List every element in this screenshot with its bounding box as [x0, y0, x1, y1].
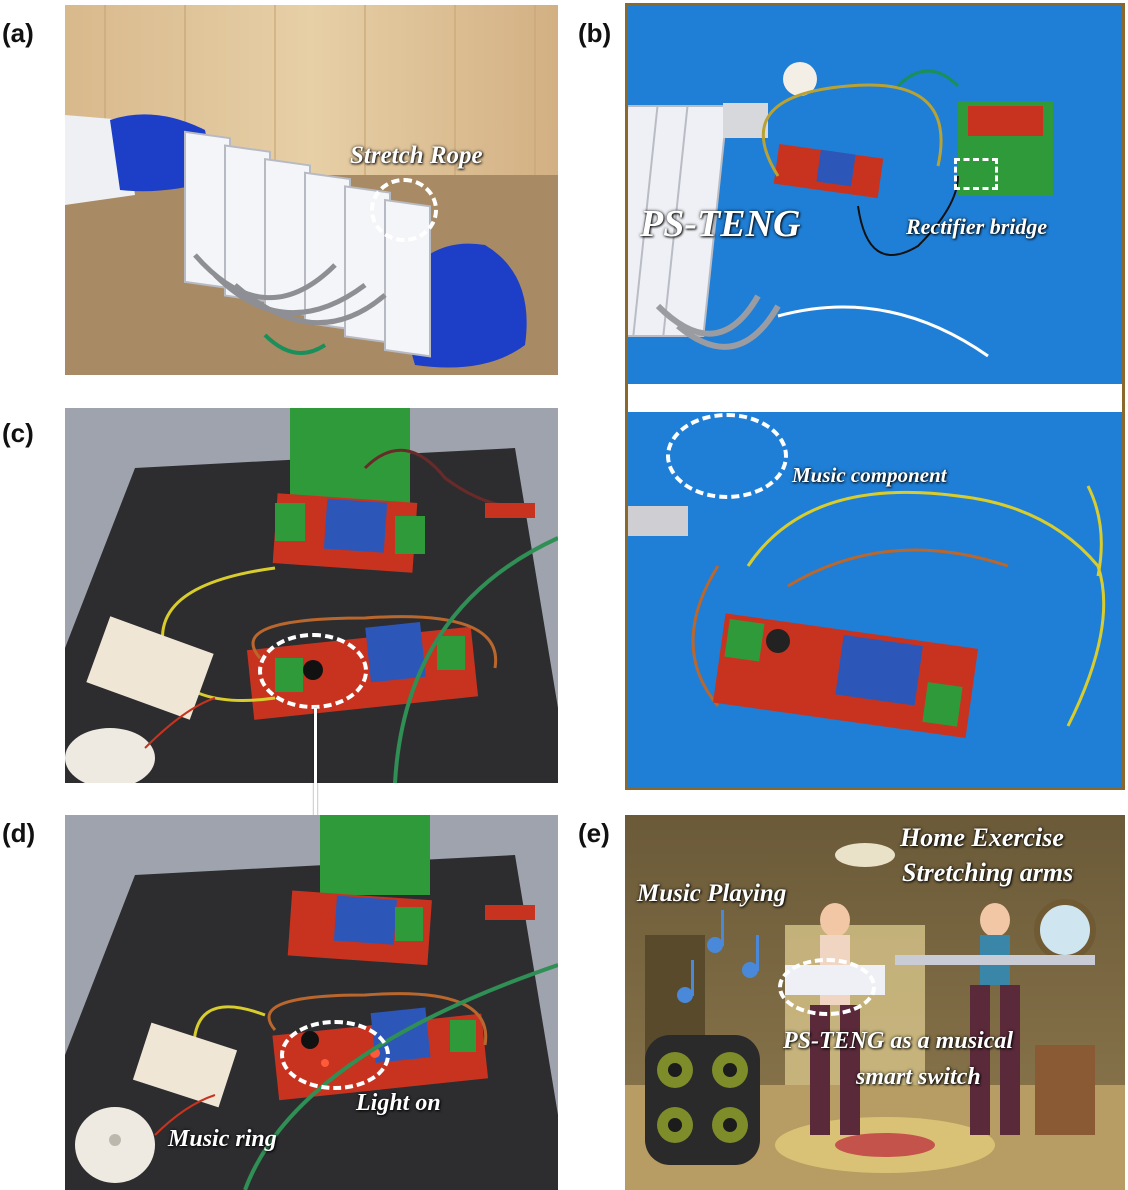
highlight-rectifier-bridge	[954, 158, 998, 190]
highlight-ps-teng-switch	[778, 958, 876, 1016]
panel-label-c: (c)	[2, 418, 34, 448]
panel-b-frame	[625, 3, 1125, 790]
caption-music-playing: Music Playing	[637, 880, 787, 907]
panel-label-b: (b)	[578, 18, 612, 48]
panel-a-scene	[65, 5, 558, 375]
highlight-stretch-rope	[370, 178, 438, 242]
panel-label-d: (d)	[2, 818, 36, 848]
caption-music-component: Music component	[792, 463, 947, 487]
panel-label-e: (e)	[578, 818, 610, 848]
caption-music-ring: Music ring	[168, 1126, 277, 1152]
panel-c-scene	[65, 408, 558, 783]
caption-stretching-arms: Stretching arms	[902, 858, 1074, 887]
panel-d-scene	[65, 815, 558, 1190]
panel-a-photo	[65, 5, 558, 375]
caption-musical-switch-2: smart switch	[856, 1064, 981, 1090]
caption-home-exercise: Home Exercise	[900, 823, 1064, 852]
caption-stretch-rope: Stretch Rope	[350, 142, 483, 169]
panel-c-photo	[65, 408, 558, 783]
caption-rectifier-bridge: Rectifier bridge	[906, 214, 1048, 239]
caption-musical-switch-1: PS-TENG as a musical	[783, 1028, 1014, 1054]
panel-d-photo	[65, 815, 558, 1190]
panel-label-a: (a)	[2, 18, 34, 48]
caption-light-on: Light on	[356, 1090, 441, 1116]
caption-ps-teng: PS-TENG	[640, 203, 801, 245]
highlight-light-on	[280, 1020, 390, 1090]
highlight-timer-module-c	[258, 633, 368, 709]
highlight-music-component	[666, 413, 788, 499]
panel-b-scene	[628, 6, 1122, 787]
